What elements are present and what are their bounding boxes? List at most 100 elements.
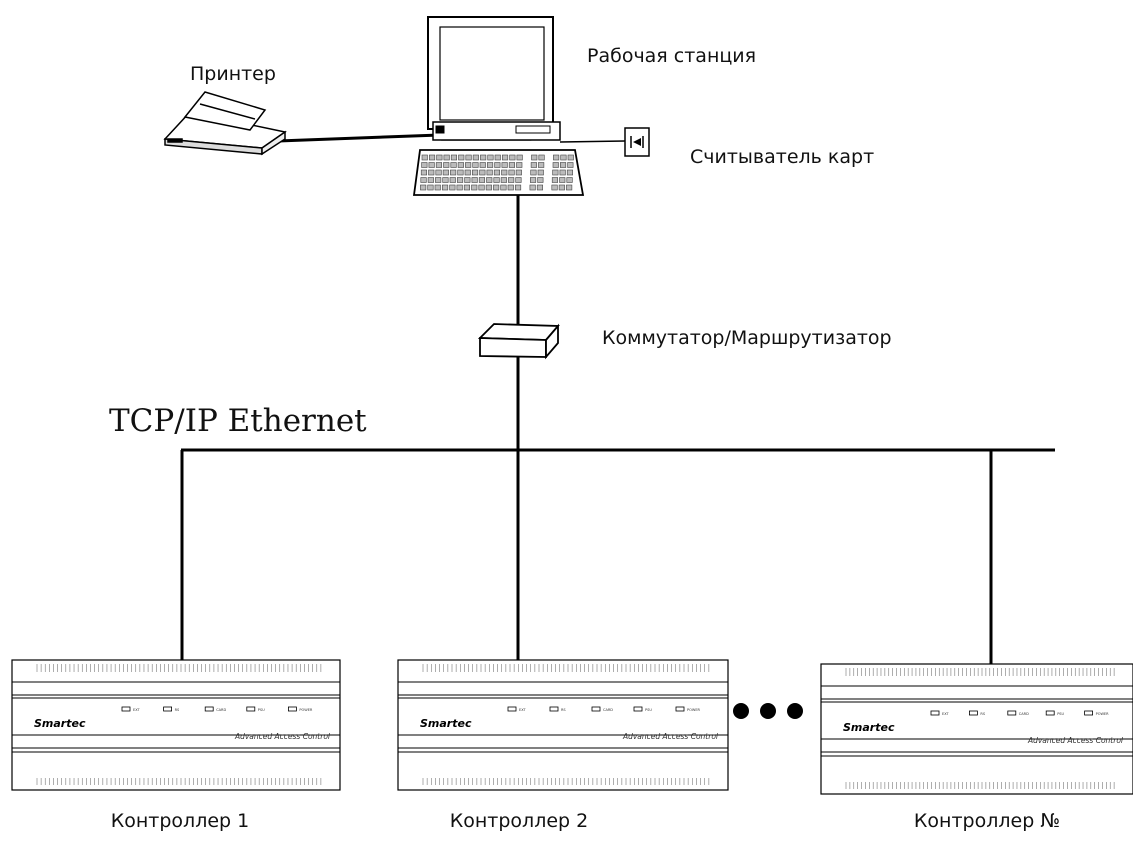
keyboard-key [529,177,537,183]
keyboard-key [420,177,427,183]
keyboard-key [450,169,457,176]
keyboard-key [471,184,478,191]
keyboard-key [530,169,537,176]
keyboard-key [552,162,559,168]
keyboard-key [441,184,449,191]
keyboard-key [566,184,573,191]
keyboard-key [436,154,443,161]
keyboard-key [435,162,443,168]
indicator-led [591,706,601,712]
keyboard-key [515,169,522,176]
indicator-label: EXT [519,708,527,712]
keyboard-key [442,169,449,176]
keyboard-keys [420,154,574,191]
indicator-led [204,706,214,712]
card-reader-label: Считыватель карт [690,146,875,168]
network-label: TCP/IP Ethernet [109,403,367,439]
keyboard-key [553,154,560,161]
keyboard-key [560,154,567,161]
indicator-led [121,706,131,712]
indicator-label: CARD [603,708,613,712]
controllers: Smartec EXT RS CARD PSU POWER Advanced Access … [11,659,1133,795]
indicator-label: POWER [299,708,313,712]
keyboard-key [458,154,465,161]
switch-label: Коммутатор/Маршрутизатор [602,327,892,349]
keyboard-key [472,154,479,161]
controller-product: Advanced Access Control [622,732,719,741]
keyboard-key [501,154,509,161]
indicator-led [969,710,978,716]
keyboard-key [493,169,501,176]
switch-icon [477,323,560,360]
indicator-label: RS [175,708,180,712]
keyboard-key [500,184,507,191]
keyboard-key [465,162,472,168]
indicator-label: PSU [258,708,265,712]
controller-brand: Smartec [843,721,895,734]
keyboard-key [493,177,500,183]
keyboard-key [537,177,544,183]
workstation-icon [412,16,585,196]
keyboard-key [456,177,464,183]
keyboard-key [421,154,428,161]
keyboard-key [443,154,450,161]
ellipsis-icon [733,703,803,719]
keyboard-key [501,162,508,168]
keyboard-key [471,169,479,176]
keyboard-key [478,177,486,183]
keyboard-key [465,154,472,161]
indicator-led [1007,710,1017,716]
keyboard-key [487,154,494,161]
keyboard-key [463,184,471,191]
indicator-label: CARD [1019,712,1029,716]
indicator-label: PSU [645,708,652,712]
printer-icon [163,91,287,156]
keyboard-key [427,184,434,191]
controller-product: Advanced Access Control [234,732,331,741]
keyboard-key [435,169,442,176]
indicator-label: CARD [216,708,226,712]
controller-brand: Smartec [34,717,86,730]
keyboard-key [486,169,493,176]
connection-lines [180,133,1055,664]
indicator-label: EXT [942,712,950,716]
keyboard-key [507,184,514,191]
keyboard-key [420,169,428,176]
keyboard-key [464,169,471,176]
keyboard-key [538,154,545,161]
keyboard-key [516,154,523,161]
keyboard-key [420,184,427,191]
keyboard-key [449,177,456,183]
keyboard-key [449,184,456,191]
indicator-led [930,710,940,716]
keyboard-key [442,177,449,183]
workstation-label: Рабочая станция [587,45,757,67]
keyboard-key [464,177,471,183]
keyboard-key [501,169,508,176]
controller-2-label: Контроллер 2 [449,810,589,832]
keyboard-key [428,162,435,168]
controller-n-label: Контроллер № [913,810,1061,832]
keyboard-key [558,184,565,191]
keyboard-key [478,184,485,191]
indicator-label: RS [980,712,985,716]
keyboard-key [508,162,516,168]
keyboard-key [509,154,516,161]
keyboard-key [516,162,523,168]
keyboard-key [494,154,501,161]
indicator-label: POWER [1096,712,1110,716]
keyboard-key [479,162,486,168]
keyboard-key [450,162,457,168]
indicator-led [287,706,297,712]
keyboard-key [559,169,566,176]
keyboard-key [434,184,441,191]
keyboard-key [472,162,479,168]
keyboard-key [435,177,442,183]
indicator-led [163,706,173,712]
controller-brand: Smartec [420,717,472,730]
card-reader-link [559,140,626,143]
keyboard-key [500,177,507,183]
